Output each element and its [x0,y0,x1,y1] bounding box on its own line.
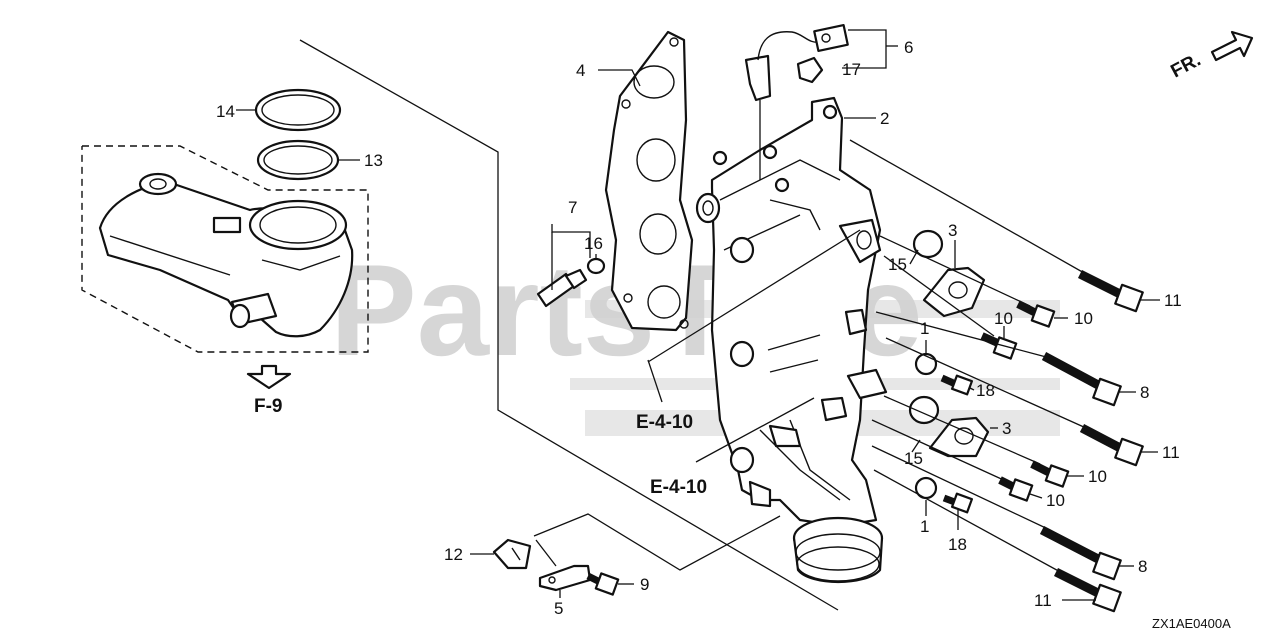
bolt-10-a [1016,300,1056,328]
callout-1-lower: 1 [920,517,929,536]
callout-18-a: 18 [976,381,995,400]
callout-10-d: 10 [1046,491,1065,510]
callout-11-bottom: 11 [1034,591,1052,610]
bolts [586,269,1144,613]
callout-8-top: 8 [1140,383,1149,402]
bolt-11-top [1077,269,1144,313]
callout-15-lower: 15 [904,449,923,468]
flange-3-lower [928,416,990,458]
left-assembly: F-9 14 13 [81,88,383,417]
oxygen-sensor [744,23,849,102]
callout-3-upper: 3 [948,221,957,240]
callout-11-mid: 11 [1162,443,1180,462]
bolt-11-bottom [1053,567,1122,613]
callout-7: 7 [568,198,577,217]
callout-9: 9 [640,575,649,594]
arrow-to-f9 [246,364,292,390]
washer-16 [586,257,606,275]
thermostat-cover [98,172,354,338]
clamp-12 [492,538,532,570]
flange-3-upper [922,266,986,318]
diagram-code: ZX1AE0400A [1152,616,1231,631]
bushing-1-upper [914,352,938,376]
callout-5: 5 [554,599,563,618]
reference-e410-lower: E-4-10 [650,477,707,498]
bolt-9 [586,572,620,596]
front-direction-indicator: FR. [1167,30,1254,83]
callout-10-c: 10 [1088,467,1107,486]
callout-1-upper: 1 [920,319,929,338]
callout-14: 14 [216,102,235,121]
bolt-8-top [1041,352,1122,407]
leader-lines [470,29,1160,601]
sensor-clip-17 [796,56,824,84]
callout-13: 13 [364,151,383,170]
callout-4: 4 [576,61,585,80]
bolt-10-c [1030,460,1070,488]
dashed-boundary [81,145,369,353]
callout-2: 2 [880,109,889,128]
bolt-10-d [998,476,1034,502]
gasket-15-lower [908,395,940,425]
callout-16: 16 [584,234,603,253]
bolt-11-mid [1079,424,1144,467]
callouts: 4 2 6 17 7 16 3 15 1 10 10 11 8 18 3 15 … [444,38,1182,618]
front-label: FR. [1167,50,1204,83]
callout-10-a: 10 [994,309,1013,328]
bolt-10-b [980,332,1018,360]
manifold-gasket [604,30,694,332]
bolt-18-b [942,492,974,514]
exhaust-manifold [695,96,888,584]
frame-leader [299,39,839,611]
reference-f9: F-9 [254,396,283,417]
callout-18-b: 18 [948,535,967,554]
callout-15-upper: 15 [888,255,907,274]
bolt-18-a [940,374,974,396]
gasket-15-upper [912,229,944,259]
callout-11-top: 11 [1164,291,1182,310]
callout-10-b: 10 [1074,309,1093,328]
temp-sensor-7 [536,268,588,308]
bolt-8-bottom [1039,526,1122,581]
callout-12: 12 [444,545,463,564]
seal-ring-14 [254,88,342,132]
callout-8-bottom: 8 [1138,557,1147,576]
bracket-5 [538,564,592,592]
callout-6: 6 [904,38,913,57]
reference-e410-upper: E-4-10 [636,412,693,433]
callout-3-lower: 3 [1002,419,1011,438]
callout-17: 17 [842,60,861,79]
